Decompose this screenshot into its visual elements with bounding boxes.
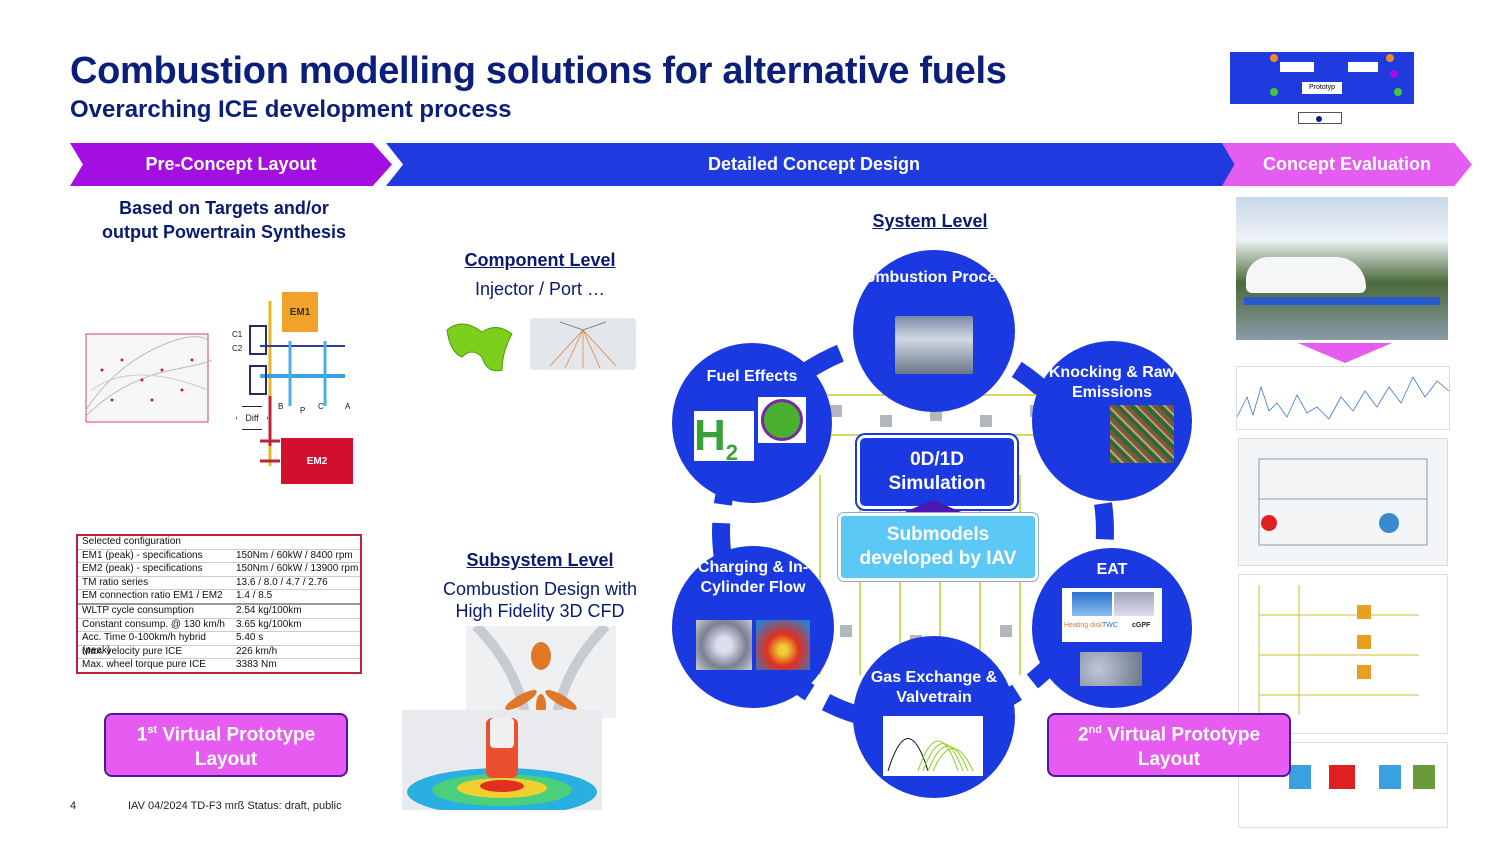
targets-text: Based on Targets and/or output Powertrai… bbox=[101, 198, 347, 242]
system-level-title: System Level bbox=[872, 211, 988, 231]
footer-info: IAV 04/2024 TD-F3 mrß Status: draft, pub… bbox=[128, 800, 342, 812]
node-fuel-effects: Fuel Effects H2 bbox=[672, 343, 832, 503]
p-label: P bbox=[300, 406, 306, 415]
a-label: A bbox=[345, 402, 351, 411]
subsystem-level-text: Combustion Design with High Fidelity 3D … bbox=[442, 579, 638, 621]
node-combustion-process: Combustion Process bbox=[853, 250, 1015, 412]
configuration-table: Selected configuration EM1 (peak) - spec… bbox=[76, 534, 362, 674]
thumbnail-prototyp-label: Prototyp bbox=[1302, 82, 1342, 94]
page-title: Combustion modelling solutions for alter… bbox=[70, 50, 1007, 92]
em2-label: EM2 bbox=[306, 455, 328, 467]
phase-pre-concept: Pre-Concept Layout bbox=[70, 143, 392, 186]
combustion-image bbox=[895, 316, 973, 374]
diff-box: Diff bbox=[236, 406, 268, 430]
twc-label: TWC bbox=[1102, 622, 1118, 629]
speed-trace-image bbox=[1236, 366, 1450, 430]
submodels-label: Submodels developed by IAV bbox=[859, 524, 1017, 569]
injector-port-image bbox=[442, 312, 522, 378]
catalyst-image bbox=[1080, 652, 1142, 686]
em1-box: EM1 bbox=[282, 292, 318, 332]
vehicle-model-diagram bbox=[1238, 438, 1448, 566]
em1-label: EM1 bbox=[289, 306, 311, 318]
component-level-title: Component Level bbox=[464, 250, 616, 270]
c2-label: C2 bbox=[232, 344, 243, 353]
em2-box: EM2 bbox=[281, 438, 353, 484]
simulation-box: 0D/1D Simulation bbox=[857, 435, 1017, 509]
biofuel-icon bbox=[758, 397, 806, 443]
engine-model-diagram bbox=[1238, 574, 1448, 734]
down-arrow bbox=[1298, 343, 1392, 363]
heating-label: Heating disk bbox=[1064, 622, 1103, 629]
phase-concept-evaluation: Concept Evaluation bbox=[1222, 143, 1472, 186]
process-thumbnail: Prototyp bbox=[1230, 52, 1414, 104]
efficiency-map-image bbox=[72, 330, 220, 442]
diff-label: Diff bbox=[245, 413, 259, 423]
in-cylinder-flow-image bbox=[756, 620, 810, 670]
b-label: B bbox=[278, 402, 284, 411]
hydrogen-icon: H2 bbox=[694, 411, 754, 465]
spray-image bbox=[530, 318, 636, 370]
component-level-text: Injector / Port … bbox=[474, 279, 606, 299]
c-label: C bbox=[318, 402, 324, 411]
page-subtitle: Overarching ICE development process bbox=[70, 96, 512, 123]
eat-image: Heating disk TWC cGPF bbox=[1062, 588, 1162, 642]
submodels-box: Submodels developed by IAV bbox=[838, 513, 1038, 581]
virtual-prototype-1: 1st Virtual Prototype Layout bbox=[104, 713, 348, 777]
thumbnail-dot bbox=[1316, 116, 1322, 122]
cfd-injector-image bbox=[466, 622, 616, 719]
vehicle-test-image bbox=[1236, 197, 1448, 340]
knocking-image bbox=[1110, 405, 1174, 463]
node-gas-exchange: Gas Exchange & Valvetrain bbox=[853, 636, 1015, 798]
powertrain-diagram bbox=[230, 296, 354, 486]
subsystem-level-title: Subsystem Level bbox=[466, 550, 614, 570]
node-charging: Charging & In-Cylinder Flow bbox=[672, 546, 834, 708]
simulation-label: 0D/1D Simulation bbox=[888, 449, 986, 494]
cgpf-label: cGPF bbox=[1132, 622, 1151, 629]
table-title: Selected configuration bbox=[78, 536, 360, 550]
node-eat: EAT Heating disk TWC cGPF bbox=[1032, 548, 1192, 708]
virtual-prototype-2: 2nd Virtual Prototype Layout bbox=[1047, 713, 1291, 777]
node-knocking: Knocking & Raw Emissions bbox=[1032, 341, 1192, 501]
phase-detailed-concept: Detailed Concept Design bbox=[386, 143, 1242, 186]
c1-label: C1 bbox=[232, 330, 243, 339]
page-number: 4 bbox=[70, 800, 77, 812]
table-row: Acc. Time 0-100km/h hybrid (peak)5.40 s bbox=[78, 632, 360, 656]
cfd-combustion-image bbox=[402, 710, 602, 816]
valvetrain-chart-image bbox=[883, 716, 983, 776]
turbocharger-image bbox=[696, 620, 752, 670]
